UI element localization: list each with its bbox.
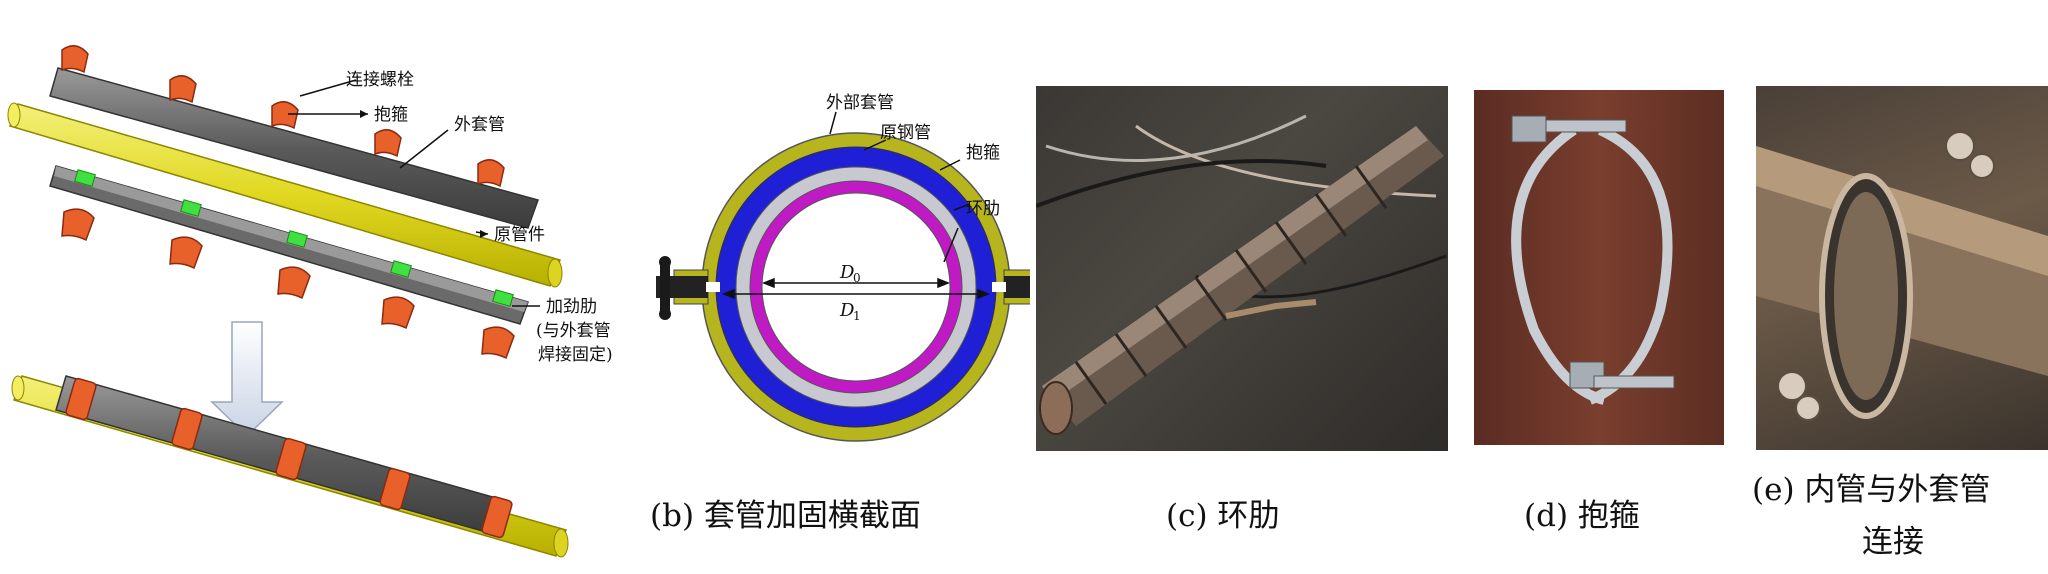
- label-outer-sleeve-b: 外部套管: [826, 93, 894, 113]
- photo-ring-rib: [1036, 86, 1448, 451]
- loose-clamps: [61, 208, 515, 360]
- clamps-on-sleeve: [61, 45, 505, 188]
- panel-b-cross-section: D 0 D 1 外部套管 原钢管 抱箍 环肋 (b) 套管加固横截面: [640, 0, 1056, 570]
- photo-clamp: [1474, 90, 1724, 445]
- sleeve-with-ribs: [49, 165, 529, 325]
- original-pipe: [7, 102, 563, 288]
- label-ring-rib-b: 环肋: [966, 199, 1000, 219]
- cross-section-drawing: D 0 D 1 外部套管 原钢管 抱箍 环肋: [656, 93, 1056, 442]
- label-clamp-b: 抱箍: [966, 143, 1000, 163]
- photo-connection: [1756, 86, 2048, 450]
- outer-sleeve-half: [49, 67, 539, 229]
- label-rib: 加劲肋: [546, 297, 597, 317]
- caption-d: (d) 抱箍: [1524, 498, 1640, 534]
- caption-b: (b) 套管加固横截面: [650, 498, 921, 534]
- caption-e-line2: 连接: [1862, 524, 1924, 560]
- label-original-pipe: 原管件: [494, 225, 545, 245]
- panel-a-drawing: 连接螺栓 抱箍 外套管 原管件 加劲肋 (与外套管 焊接固定): [7, 45, 613, 558]
- label-steel-pipe: 原钢管: [880, 123, 931, 143]
- ring-rib-illustration: [1036, 114, 1447, 435]
- pipe-bore: [761, 192, 951, 382]
- label-bolt: 连接螺栓: [346, 70, 414, 90]
- assembled-pipe: [11, 375, 569, 558]
- label-d1: D: [839, 300, 855, 321]
- label-d0: D: [839, 262, 855, 283]
- label-outer-sleeve: 外套管: [454, 115, 505, 135]
- caption-c: (c) 环肋: [1166, 498, 1280, 534]
- connection-illustration: [1756, 131, 2048, 421]
- clamp-illustration: [1511, 115, 1675, 405]
- label-rib-note-1: (与外套管: [536, 321, 611, 341]
- label-rib-note-2: 焊接固定): [538, 345, 613, 365]
- label-clamp: 抱箍: [374, 105, 408, 125]
- label-d1-sub: 1: [853, 309, 861, 323]
- panel-a-exploded-view: 连接螺栓 抱箍 外套管 原管件 加劲肋 (与外套管 焊接固定): [0, 0, 640, 570]
- assembly-arrow: [210, 321, 284, 438]
- label-d0-sub: 0: [853, 271, 861, 285]
- caption-e-line1: (e) 内管与外套管: [1752, 472, 1991, 508]
